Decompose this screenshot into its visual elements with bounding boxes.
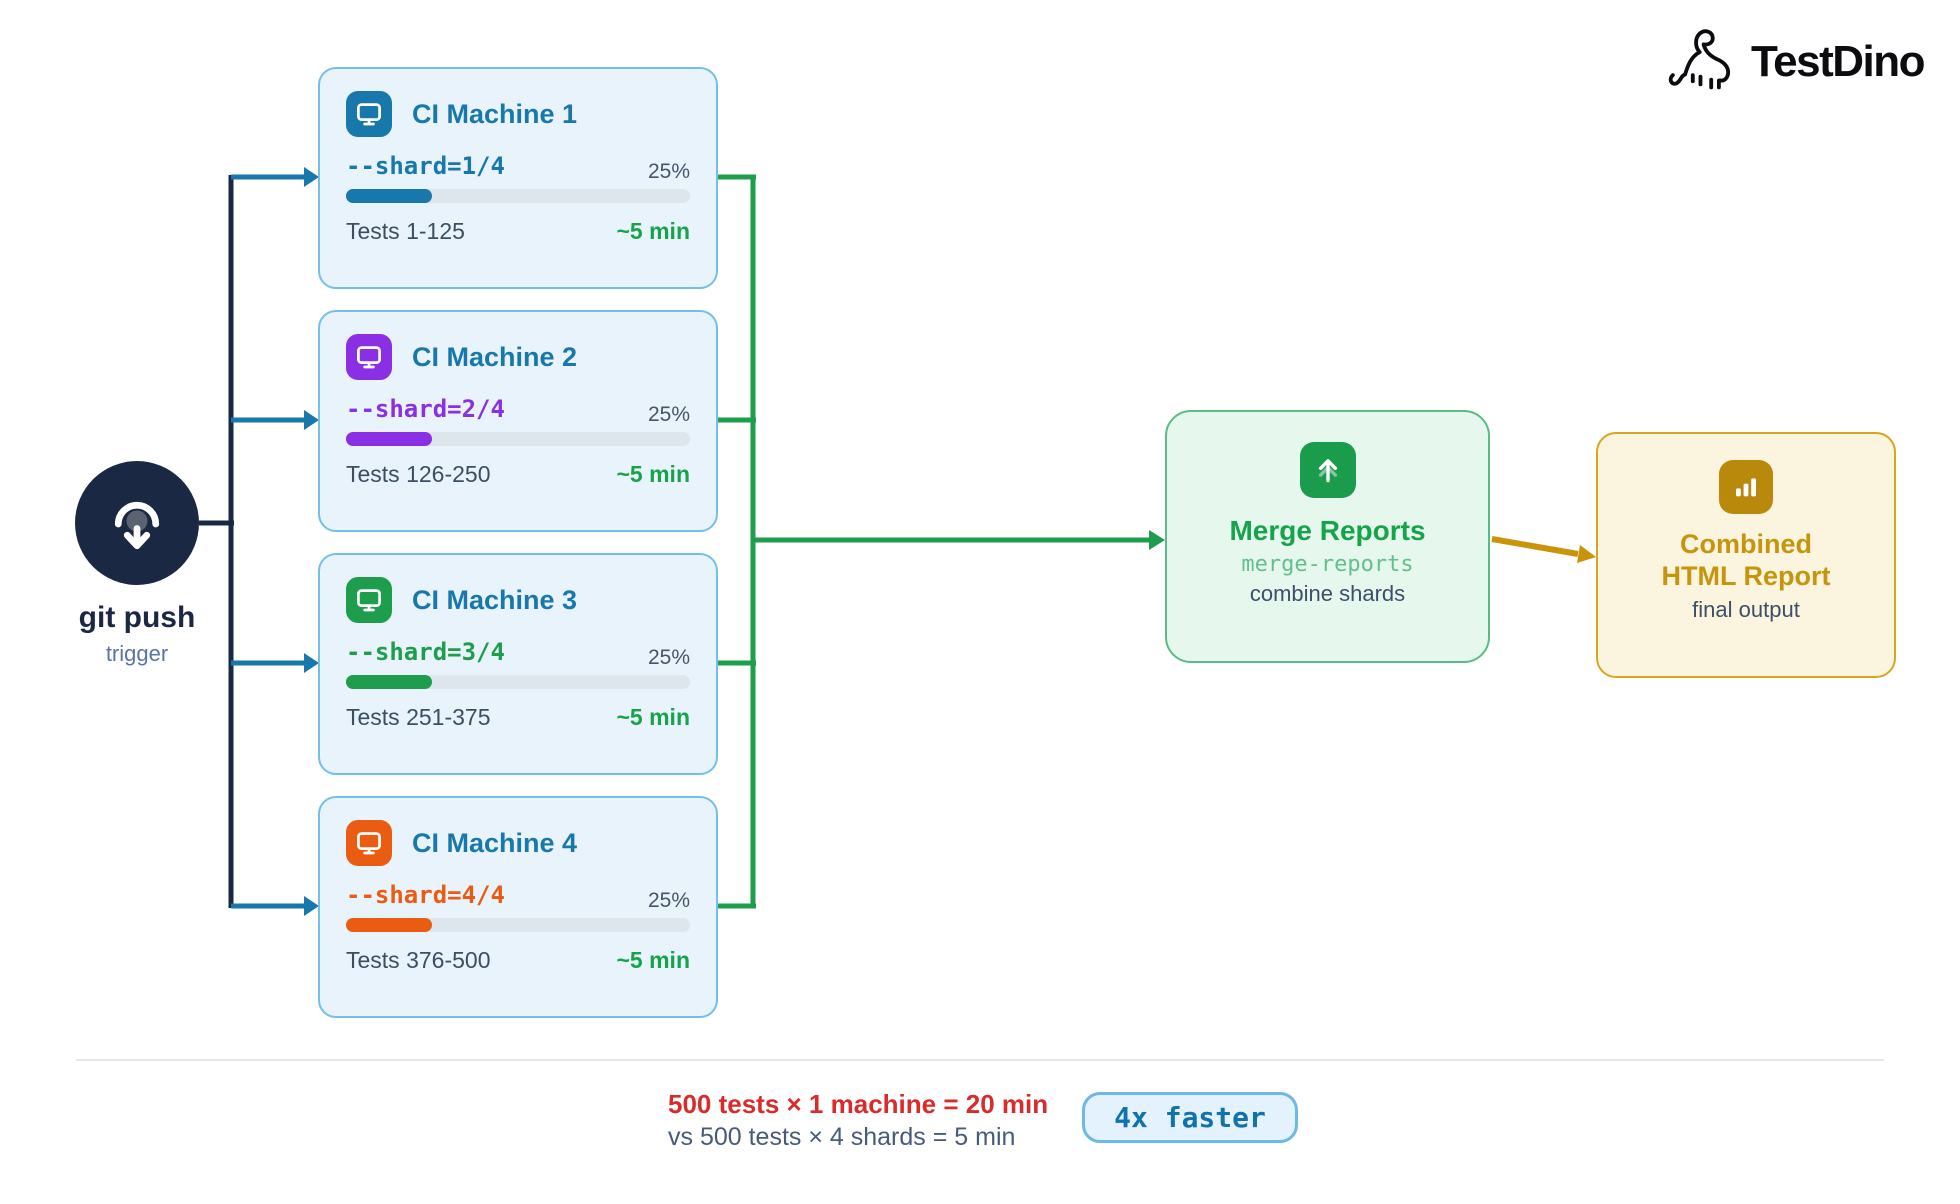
shard-flag: --shard=2/4 [346,395,505,423]
monitor-icon [346,91,392,137]
trigger-subtitle: trigger [105,641,169,666]
arrowhead-machine-2 [304,410,319,430]
progress-bar [346,189,690,203]
progress-bar [346,432,690,446]
progress-bar [346,675,690,689]
progress-bar [346,918,690,932]
sharded-timing-text: vs 500 tests × 4 shards = 5 min [668,1123,1016,1151]
card-footer: Tests 376-500 ~5 min [346,947,690,974]
merge-command: merge-reports [1241,552,1414,577]
shard-flag: --shard=3/4 [346,638,505,666]
tests-range: Tests 126-250 [346,461,491,487]
progress-percent: 25% [647,889,690,912]
duration-estimate: ~5 min [616,461,690,487]
report-title-line2: HTML Report [1661,561,1831,591]
arrowhead-report [1577,545,1596,563]
shard-row: --shard=1/4 25% [346,152,690,183]
bar-chart-icon [1719,460,1773,514]
card-footer: Tests 126-250 ~5 min [346,461,690,488]
duration-estimate: ~5 min [616,704,690,730]
ci-machine-card-1: CI Machine 1 --shard=1/4 25% Tests 1-125… [318,67,718,289]
dino-logo-icon [1665,26,1739,97]
tests-range: Tests 251-375 [346,704,491,730]
ci-machine-card-2: CI Machine 2 --shard=2/4 25% Tests 126-2… [318,310,718,532]
brand-logo: TestDino [1665,26,1925,97]
card-footer: Tests 1-125 ~5 min [346,218,690,245]
git-push-node [75,461,199,585]
duration-estimate: ~5 min [616,947,690,973]
card-header: CI Machine 2 [346,334,690,380]
progress-fill [346,675,432,689]
arrowhead-machine-4 [304,896,319,916]
speedup-badge: 4x faster [1082,1092,1298,1143]
card-header: CI Machine 4 [346,820,690,866]
merge-upload-icon [1299,442,1356,498]
ci-machine-card-3: CI Machine 3 --shard=3/4 25% Tests 251-3… [318,553,718,775]
report-connector-line [1491,536,1579,557]
monitor-icon [346,577,392,623]
tests-range: Tests 376-500 [346,947,491,973]
shard-row: --shard=3/4 25% [346,638,690,669]
ci-machine-card-4: CI Machine 4 --shard=4/4 25% Tests 376-5… [318,796,718,1018]
merge-subtitle: combine shards [1249,581,1406,606]
timing-summary: 500 tests × 1 machine = 20 min vs 500 te… [668,1088,1048,1153]
brand-name: TestDino [1751,36,1925,86]
monitor-icon [346,820,392,866]
progress-percent: 25% [647,403,690,426]
card-header: CI Machine 3 [346,577,690,623]
combined-report-node: Combined HTML Report final output [1596,432,1896,678]
machine-title: CI Machine 2 [412,341,578,372]
progress-percent: 25% [647,646,690,669]
shard-row: --shard=2/4 25% [346,395,690,426]
git-push-icon [101,485,173,562]
arrowhead-machine-3 [304,653,319,673]
machine-title: CI Machine 1 [412,98,578,129]
merge-title: Merge Reports [1229,515,1426,546]
machine-title: CI Machine 3 [412,584,578,615]
shard-flag: --shard=4/4 [346,881,505,909]
divider [76,1059,1884,1061]
progress-fill [346,189,432,203]
monitor-icon [346,334,392,380]
card-header: CI Machine 1 [346,91,690,137]
progress-fill [346,432,432,446]
card-footer: Tests 251-375 ~5 min [346,704,690,731]
report-title: Combined HTML Report [1662,528,1831,592]
report-subtitle: final output [1692,597,1800,622]
arrowhead-machine-1 [304,167,319,187]
progress-percent: 25% [647,160,690,183]
shard-flag: --shard=1/4 [346,152,505,180]
tests-range: Tests 1-125 [346,218,465,244]
shard-row: --shard=4/4 25% [346,881,690,912]
trigger-label: git push trigger [27,601,247,667]
merge-reports-node: Merge Reports merge-reports combine shar… [1165,410,1490,663]
trigger-title: git push [78,601,196,634]
arrowhead-merge [1149,530,1165,550]
report-title-line1: Combined [1680,529,1812,559]
duration-estimate: ~5 min [616,218,690,244]
machine-title: CI Machine 4 [412,827,578,858]
progress-fill [346,918,432,932]
baseline-timing-text: 500 tests × 1 machine = 20 min [668,1089,1049,1119]
